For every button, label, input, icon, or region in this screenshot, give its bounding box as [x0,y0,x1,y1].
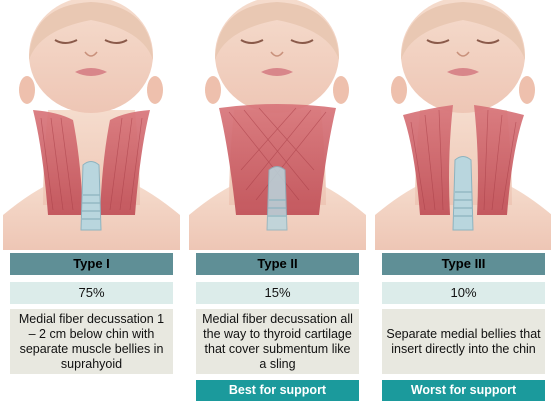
prevalence-percent: 75% [10,282,173,304]
panel-type-1: Type I 75% Medial fiber decussation 1 – … [3,0,180,403]
prevalence-percent: 15% [196,282,359,304]
type-description: Medial fiber decussation all the way to … [196,309,359,374]
panel-type-2: Type II 15% Medial fiber decussation all… [189,0,366,403]
panel-type-3: Type III 10% Separate medial bellies tha… [375,0,551,403]
type-description: Separate medial bellies that insert dire… [382,309,545,374]
neck-illustration-type-3 [375,0,551,250]
support-verdict-badge: Worst for support [382,380,545,401]
prevalence-percent: 10% [382,282,545,304]
neck-illustration-type-1 [3,0,180,250]
support-verdict-badge: Best for support [196,380,359,401]
type-header: Type II [196,253,359,275]
type-description: Medial fiber decussation 1 – 2 cm below … [10,309,173,374]
type-header: Type I [10,253,173,275]
neck-illustration-type-2 [189,0,366,250]
type-header: Type III [382,253,545,275]
